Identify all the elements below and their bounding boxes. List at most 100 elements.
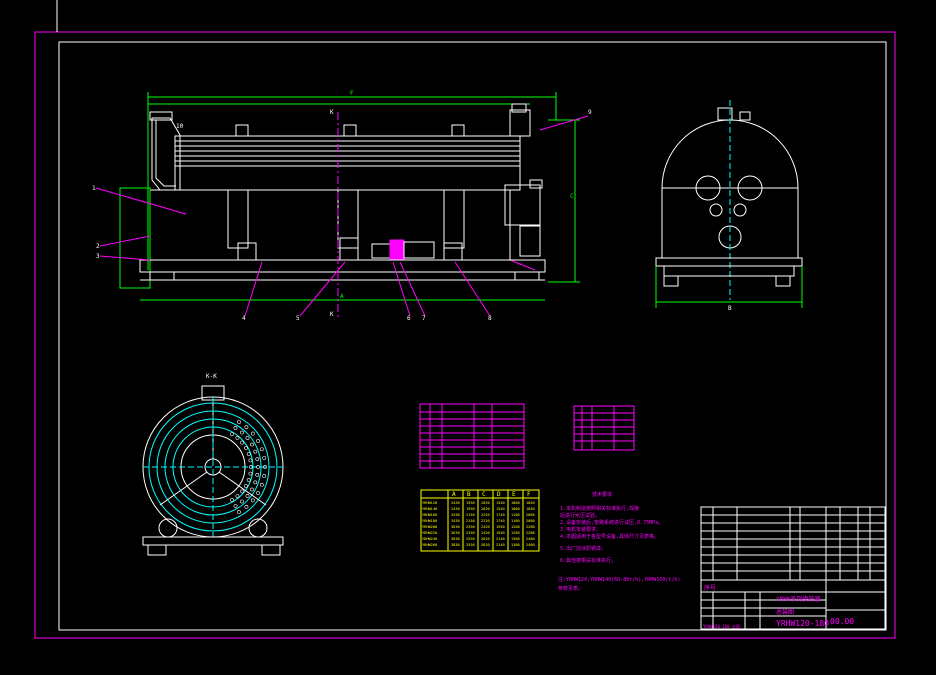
- param-table-cell: 2420: [481, 525, 490, 529]
- tube-hole: [245, 494, 250, 498]
- tube-hole: [240, 430, 244, 435]
- tube-hole: [256, 491, 260, 495]
- cut-mark-bottom: K: [330, 311, 334, 318]
- param-table-cell: 2080: [526, 519, 535, 523]
- callout-10: 10: [176, 123, 184, 130]
- tube-hole: [246, 478, 251, 482]
- title-block-text: 序号 YRHW系列换热器 总装图 YRHW120-180 00.00 YRHW1…: [703, 584, 854, 629]
- note-line-6: 5.出厂前涂防锈漆。: [560, 545, 606, 552]
- param-table-cell: 3830: [451, 543, 460, 547]
- tube-hole: [235, 494, 240, 499]
- tube-hole: [244, 446, 248, 450]
- tube-hole: [237, 510, 241, 514]
- param-table-cell: 2420: [481, 531, 490, 535]
- param-table-cell: 1950: [466, 507, 475, 511]
- dim-total-length: F: [350, 90, 354, 97]
- technical-notes: 技术要求 1.本机制造按照相关标准执行,焊接 后进行水压试验。 2.设备安装后,…: [558, 491, 680, 592]
- param-table-cell: YRHW200: [422, 525, 437, 529]
- param-table-cell: 2140: [496, 537, 505, 541]
- tube-hole: [233, 426, 238, 430]
- side-view: [655, 100, 803, 308]
- param-table-cell: 2480: [526, 543, 535, 547]
- tube-hole: [233, 504, 238, 508]
- tube-hole: [250, 498, 255, 503]
- param-table-cell: 2220: [481, 513, 490, 517]
- tube-hole: [244, 504, 249, 509]
- tube-hole: [240, 489, 245, 494]
- param-table-cell: YRHW160: [422, 513, 437, 517]
- title-model: YRHW120-180: [776, 619, 829, 628]
- param-table-cell: 1160: [511, 519, 520, 523]
- tube-hole: [259, 447, 264, 452]
- param-table-cell: 2140: [496, 543, 505, 547]
- title-bottom-left: YRHW120-180 总图: [703, 623, 740, 629]
- front-view-labels: F A C K K 1 2 3 4 5 6 7 8 9 10: [92, 90, 592, 322]
- note-footnote: 注:YRHW120,YRHW140(60-80t/h),YRHW160(t/h): [558, 576, 680, 583]
- tube-hole: [235, 435, 240, 440]
- param-table-cell: 2220: [481, 519, 490, 523]
- tube-hole: [244, 484, 248, 488]
- notes-title: 技术要求: [592, 491, 612, 498]
- tube-hole: [250, 487, 254, 492]
- param-table-cell: 3830: [451, 537, 460, 541]
- nozzle-table-left: [419, 403, 525, 469]
- param-table-cell: 2150: [466, 519, 475, 523]
- callout-8: 8: [488, 315, 492, 322]
- callout-5: 5: [296, 315, 300, 322]
- callout-7: 7: [422, 315, 426, 322]
- tube-hole: [256, 465, 260, 469]
- param-table-cell: 1840: [526, 501, 535, 505]
- tube-hole: [262, 474, 267, 478]
- param-table-cell: 2480: [526, 537, 535, 541]
- param-table-cell: 1360: [511, 537, 520, 541]
- param-table-cell: 2620: [481, 537, 490, 541]
- tube-hole: [253, 480, 258, 485]
- tube-hole: [230, 498, 234, 502]
- param-table-cell: 2550: [466, 543, 475, 547]
- tube-hole: [240, 499, 244, 504]
- param-table-cell: 1950: [466, 501, 475, 505]
- callout-2: 2: [96, 243, 100, 250]
- title-block-grid: [700, 506, 886, 630]
- tube-hole: [249, 465, 253, 469]
- dim-base-length: A: [340, 293, 344, 300]
- param-table-cell: 1740: [496, 513, 505, 517]
- param-table-cell: YRHW240: [422, 537, 437, 541]
- param-table-header: F: [527, 491, 531, 498]
- tube-hole: [245, 436, 250, 440]
- section-tubes: [230, 420, 267, 514]
- param-table-cell: 2280: [526, 531, 535, 535]
- param-table-cell: 2350: [466, 525, 475, 529]
- front-view: [95, 92, 589, 320]
- param-table-cell: YRHW120: [422, 501, 437, 505]
- param-table-cell: 1360: [511, 543, 520, 547]
- param-table-cell: 1940: [496, 531, 505, 535]
- tube-hole: [262, 456, 267, 460]
- title-project: YRHW系列换热器: [776, 595, 820, 603]
- param-table-cell: YRHW140: [422, 507, 437, 511]
- dim-height: C: [570, 193, 574, 200]
- tube-hole: [244, 425, 249, 430]
- param-table-cell: 2280: [526, 525, 535, 529]
- param-table-header: B: [467, 491, 471, 498]
- note-line-1: 1.本机制造按照相关标准执行,焊接: [560, 505, 639, 512]
- param-table-cell: 1160: [511, 513, 520, 517]
- note-line-2: 后进行水压试验。: [560, 512, 600, 519]
- tube-hole: [253, 449, 258, 454]
- param-table-cell: 1840: [526, 507, 535, 511]
- param-table-cell: 1060: [511, 507, 520, 511]
- callout-1: 1: [92, 185, 96, 192]
- sheet-border: [58, 41, 887, 631]
- param-table-cell: YRHW180: [422, 519, 437, 523]
- note-line-5: 4.本图适用于各型号设备,具体尺寸见表格。: [560, 533, 659, 540]
- note-line-7: 6.其他按相关标准执行。: [560, 557, 616, 564]
- section-view: [142, 385, 284, 556]
- tube-hole: [248, 458, 253, 463]
- title-header-left: 序号: [704, 584, 716, 592]
- param-table-cell: 1060: [511, 501, 520, 505]
- tube-hole: [255, 457, 260, 462]
- note-line-3: 2.设备安装后,管路系统进行试压,0.75MPa。: [560, 519, 663, 526]
- section-label: K-K: [206, 373, 217, 380]
- tube-hole: [230, 432, 234, 436]
